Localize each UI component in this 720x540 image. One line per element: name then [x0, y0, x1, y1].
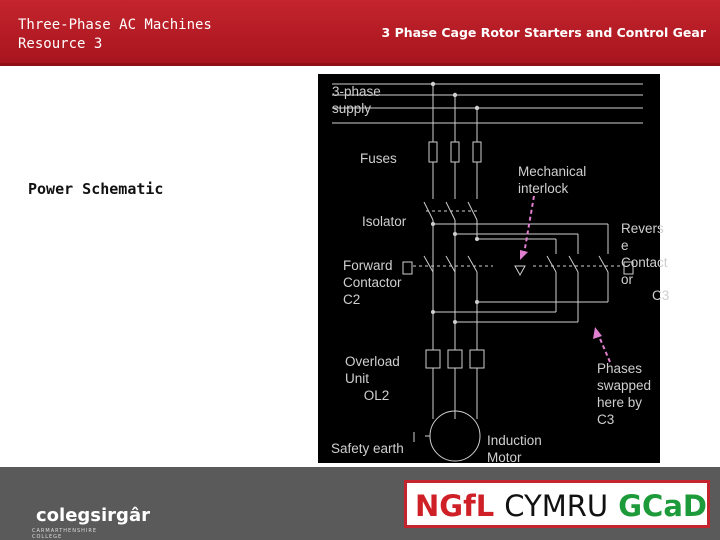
- college-logo-subtext: CARMARTHENSHIRE COLLEGE: [32, 528, 97, 540]
- c3-label: C3: [652, 288, 670, 303]
- resource-title-line2: Resource 3: [18, 36, 103, 52]
- phases-arrow: [597, 333, 611, 363]
- schematic-drawing: [332, 81, 643, 462]
- fuse-3: [472, 141, 482, 163]
- resource-title: Three-Phase AC Machines Resource 3: [18, 16, 212, 54]
- isolator-label: Isolator: [362, 214, 407, 229]
- topic-title: 3 Phase Cage Rotor Starters and Control …: [381, 25, 706, 40]
- interlock-arrow: [523, 195, 535, 255]
- supply-label: 3-phase supply: [332, 84, 381, 116]
- header-bar: Three-Phase AC Machines Resource 3 3 Pha…: [0, 0, 720, 66]
- induction-motor-label: Induction Motor: [487, 433, 542, 465]
- section-title: Power Schematic: [28, 180, 164, 198]
- reverse-contactor-label: Revers e Contact or: [621, 221, 668, 287]
- interlock-symbol: [514, 265, 526, 277]
- gcad-text: GCaD: [618, 489, 707, 523]
- overload-element-1: [425, 349, 441, 369]
- fuse-1: [428, 141, 438, 163]
- college-logo: colegsirgâr CARMARTHENSHIRE COLLEGE: [18, 482, 150, 540]
- power-schematic-diagram: 3-phase supply Fuses Mechanical interloc…: [318, 74, 669, 465]
- forward-contactor-label: Forward Contactor C2: [343, 258, 402, 307]
- college-logo-text: colegsirgâr: [36, 505, 150, 526]
- resource-title-line1: Three-Phase AC Machines: [18, 17, 212, 33]
- ngfl-text: NGfL: [415, 489, 495, 523]
- fuses-label: Fuses: [360, 151, 397, 166]
- phases-swapped-label: Phases swapped here by C3: [597, 361, 652, 427]
- cymru-text: CYMRU: [504, 489, 609, 523]
- forward-coil: [402, 261, 413, 275]
- reverse-coil: [623, 261, 634, 275]
- overload-unit-label: Overload Unit OL2: [345, 354, 400, 403]
- mechanical-interlock-label: Mechanical interlock: [518, 164, 587, 196]
- fuse-2: [450, 141, 460, 163]
- footer-bar: colegsirgâr CARMARTHENSHIRE COLLEGE NGfL…: [0, 467, 720, 540]
- safety-earth-label: Safety earth: [331, 441, 404, 456]
- ngfl-cymru-logo: NGfL CYMRU GCaD: [404, 480, 710, 528]
